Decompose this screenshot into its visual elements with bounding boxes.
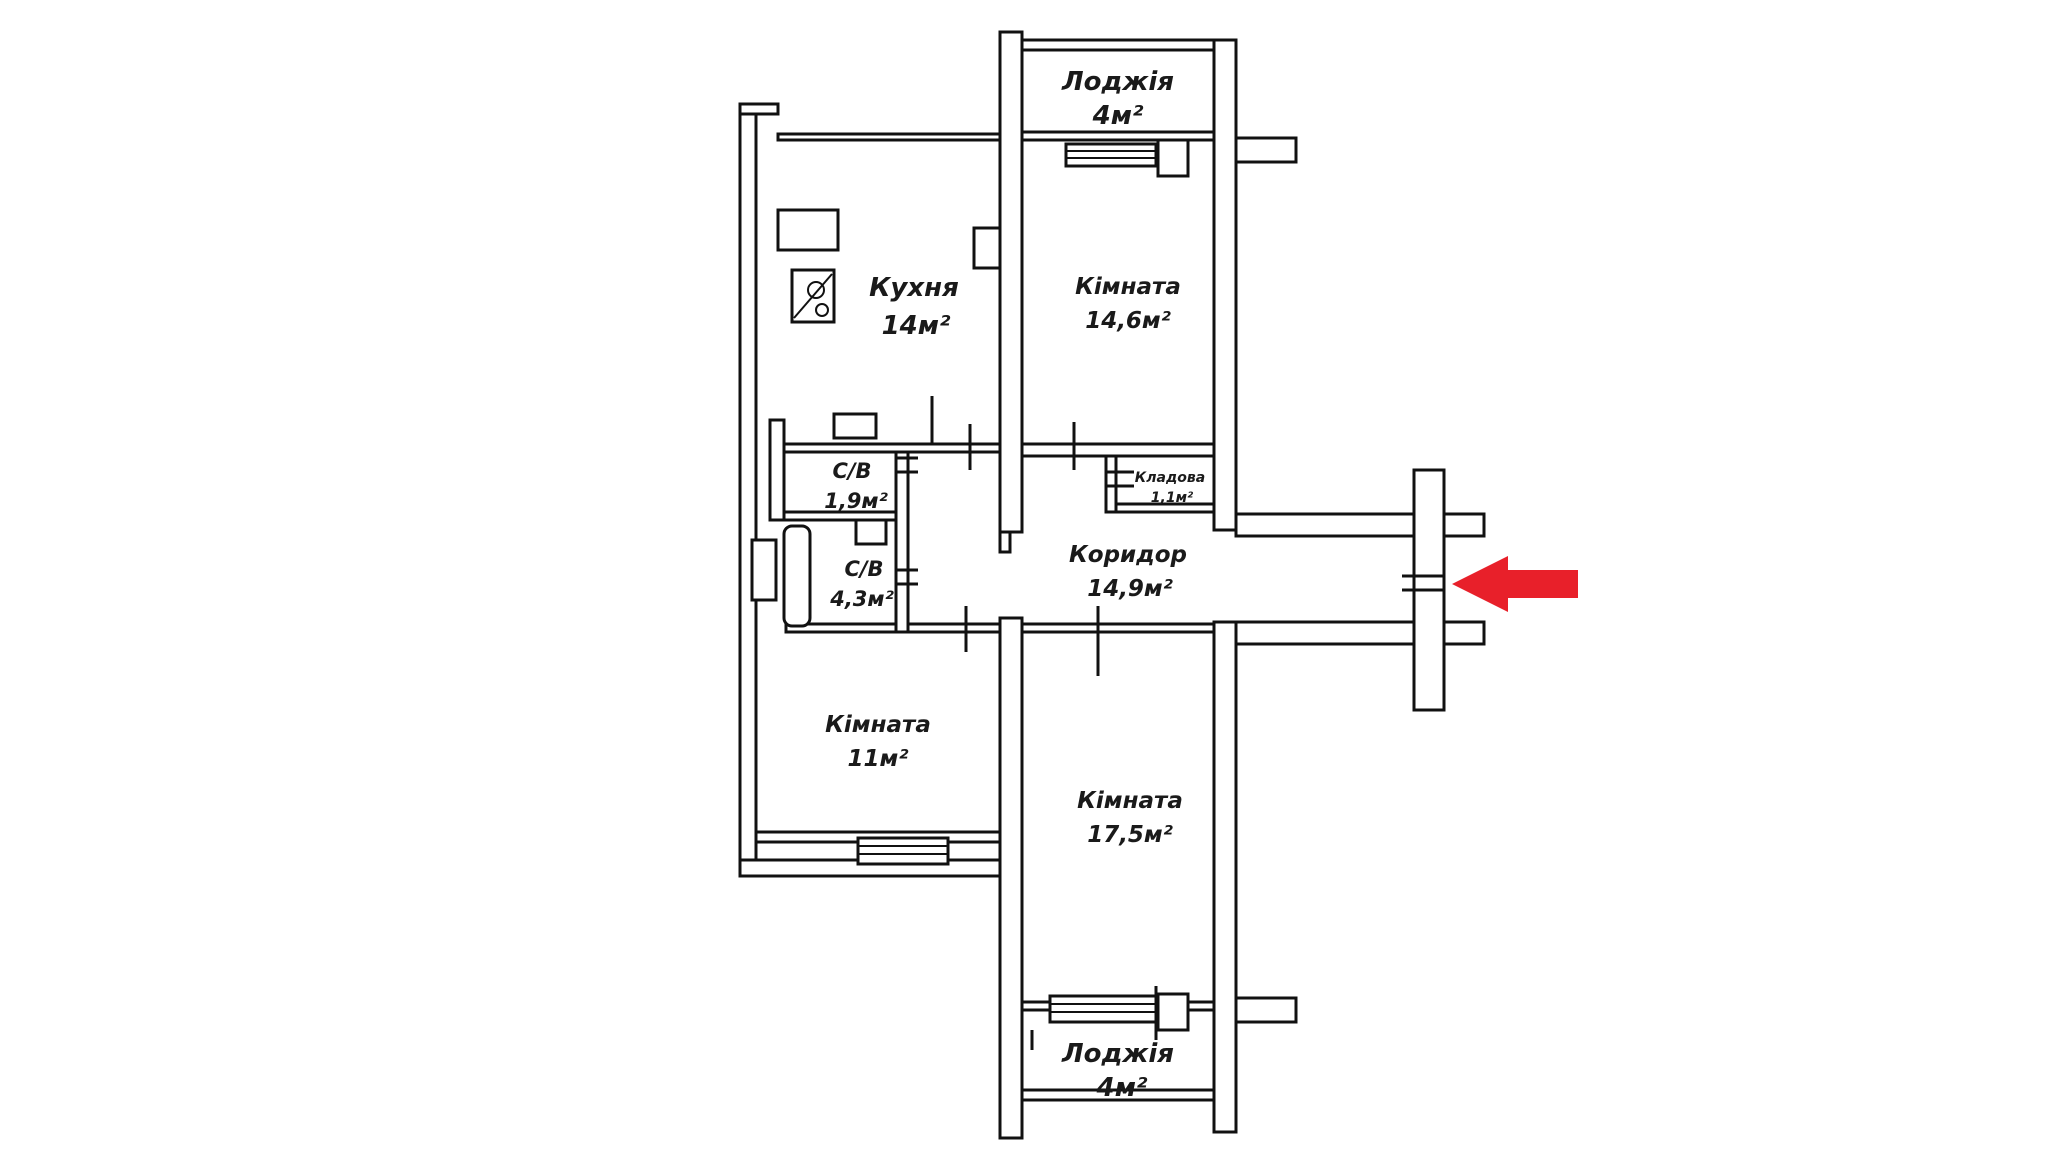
fixtures — [782, 268, 888, 628]
storage-name: Кладова — [1135, 470, 1205, 486]
room-top-name: Кімната — [1075, 274, 1181, 300]
bath-small-name: С/В — [832, 459, 871, 483]
room-left-name: Кімната — [825, 712, 931, 738]
door-marks — [896, 396, 1444, 1050]
room-labels: Лоджія 4м² Кухня 14м² Кімната 14,6м² С/В… — [824, 67, 1205, 1103]
corridor-name: Коридор — [1069, 542, 1187, 568]
loggia-bottom-name: Лоджія — [1061, 1039, 1174, 1069]
room-bottom-name: Кімната — [1077, 788, 1183, 814]
kitchen-area: 14м² — [882, 311, 951, 341]
room-top-area: 14,6м² — [1085, 308, 1171, 334]
toilet-icon — [854, 518, 888, 546]
storage-area: 1,1м² — [1151, 490, 1194, 506]
room-left-area: 11м² — [848, 746, 909, 772]
walls — [738, 30, 1486, 1140]
loggia-top-area: 4м² — [1092, 101, 1144, 131]
bath-small-area: 1,9м² — [824, 489, 888, 513]
kitchen-name: Кухня — [869, 273, 959, 303]
loggia-bottom-area: 4м² — [1096, 1073, 1148, 1103]
bath-large-area: 4,3м² — [829, 587, 894, 611]
entrance-arrow-icon — [1452, 556, 1578, 612]
corridor-area: 14,9м² — [1087, 576, 1173, 602]
bathtub-icon — [782, 524, 812, 628]
kitchen-sink-icon — [832, 412, 878, 440]
bath-large-name: С/В — [844, 557, 883, 581]
windows — [856, 138, 1190, 1032]
room-bottom-area: 17,5м² — [1087, 822, 1173, 848]
loggia-top-name: Лоджія — [1061, 67, 1174, 97]
